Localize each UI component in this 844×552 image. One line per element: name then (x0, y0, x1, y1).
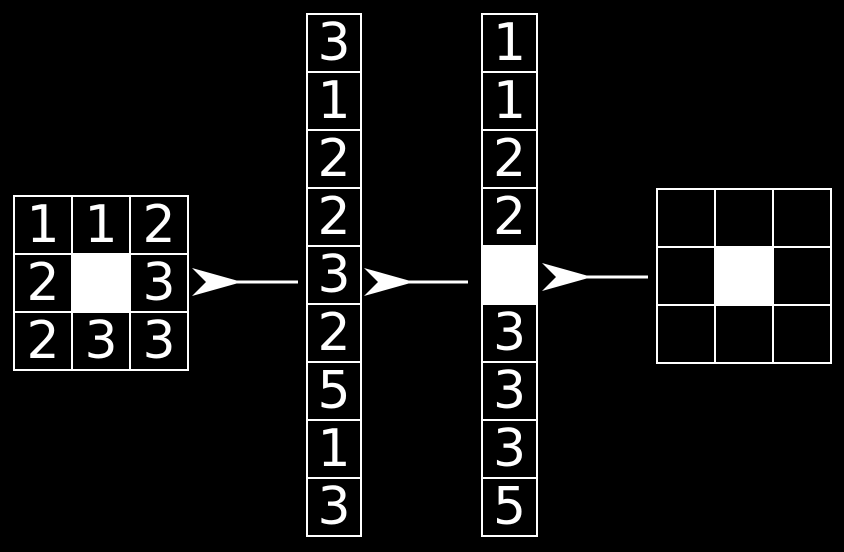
grid-cell: 2 (129, 195, 189, 255)
value-cell: 5 (306, 361, 362, 421)
value-cell: 2 (306, 303, 362, 363)
grid-cell: 2 (13, 253, 73, 313)
value-cell: 1 (306, 419, 362, 479)
value-cell: 2 (306, 129, 362, 189)
value-cell: 1 (306, 71, 362, 131)
grid-cell (714, 304, 774, 364)
grid-cell (772, 304, 832, 364)
grid-cell (772, 188, 832, 248)
center-pixel-cell (71, 253, 131, 313)
grid-cell (772, 246, 832, 306)
grid-cell (714, 188, 774, 248)
arrow-right-icon (542, 263, 648, 291)
grid-cell (656, 188, 716, 248)
arrow-right-icon (364, 268, 468, 296)
grid-cell: 1 (13, 195, 73, 255)
value-cell: 3 (481, 361, 538, 421)
grid-cell (656, 304, 716, 364)
value-cell: 2 (306, 187, 362, 247)
grid-cell: 3 (71, 311, 131, 371)
value-cell: 3 (481, 419, 538, 479)
value-cell: 3 (306, 477, 362, 537)
value-cell: 3 (306, 245, 362, 305)
value-cell: 5 (481, 477, 538, 537)
grid-cell: 1 (71, 195, 131, 255)
grid-cell (656, 246, 716, 306)
grid-cell: 3 (129, 253, 189, 313)
grid-cell: 3 (129, 311, 189, 371)
value-cell: 1 (481, 71, 538, 131)
value-cell: 1 (481, 13, 538, 73)
value-cell: 2 (481, 187, 538, 247)
value-cell: 2 (481, 129, 538, 189)
median-cell (481, 245, 538, 305)
grid-cell: 2 (13, 311, 73, 371)
arrow-right-icon (192, 268, 298, 296)
value-cell: 3 (306, 13, 362, 73)
output-center-pixel-cell (714, 246, 774, 306)
value-cell: 3 (481, 303, 538, 363)
